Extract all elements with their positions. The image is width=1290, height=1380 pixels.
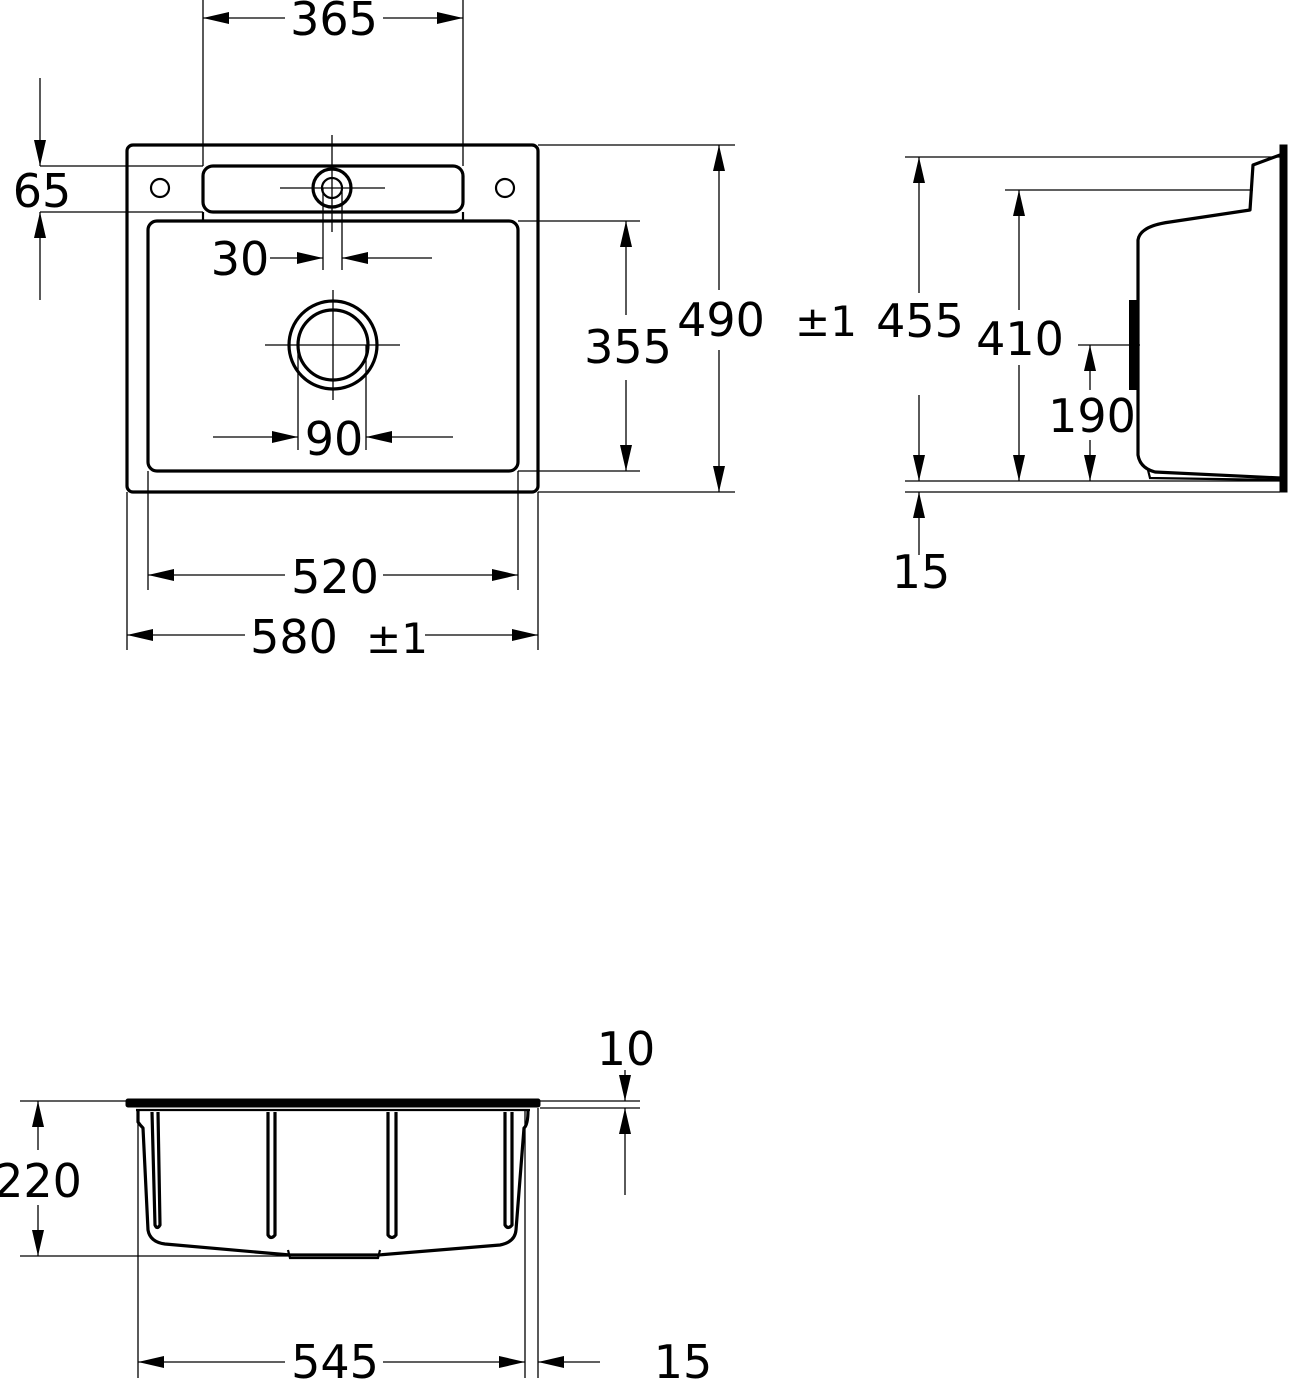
dim-bowl-width: 520 bbox=[291, 550, 379, 604]
dim-side-overall: 455 bbox=[876, 294, 964, 348]
dim-bowl-depth: 355 bbox=[584, 320, 672, 374]
front-rib-4 bbox=[503, 1112, 514, 1230]
dim-ledge-width: 365 bbox=[290, 0, 378, 46]
bowl-outline bbox=[146, 219, 520, 473]
front-rib-1 bbox=[150, 1111, 162, 1230]
front-rib-3 bbox=[386, 1112, 398, 1240]
dim-ledge-depth: 65 bbox=[13, 164, 72, 218]
dim-front-width: 545 bbox=[291, 1335, 379, 1380]
dim-side-bowl: 410 bbox=[976, 312, 1064, 366]
dim-front-rim: 10 bbox=[597, 1022, 656, 1076]
mounting-hole-right bbox=[494, 177, 516, 199]
side-rim bbox=[1279, 144, 1288, 493]
dim-tap-hole: 30 bbox=[211, 232, 270, 286]
dim-drain: 90 bbox=[305, 412, 364, 466]
side-view: 455 15 410 190 bbox=[876, 144, 1288, 599]
side-bowl-profile bbox=[1136, 153, 1281, 480]
front-view: 220 10 545 15 bbox=[0, 1022, 712, 1380]
dim-outer-depth-tolerance: ±1 bbox=[795, 297, 857, 346]
dim-outer-width-tolerance: ±1 bbox=[366, 614, 428, 663]
dim-outer-width: 580 bbox=[250, 610, 338, 664]
mounting-hole-left bbox=[149, 177, 171, 199]
dim-front-height: 220 bbox=[0, 1154, 82, 1208]
front-rib-2 bbox=[266, 1112, 277, 1240]
dim-front-offset: 15 bbox=[654, 1335, 713, 1380]
dim-side-offset: 15 bbox=[892, 545, 951, 599]
tap-ledge-outline bbox=[201, 164, 465, 214]
dim-outer-depth: 490 bbox=[677, 293, 765, 347]
top-view: 365 65 30 90 355 bbox=[13, 0, 857, 664]
front-rim bbox=[125, 1098, 541, 1108]
dim-side-overflow: 190 bbox=[1048, 389, 1136, 443]
front-bowl-outline bbox=[136, 1109, 530, 1257]
